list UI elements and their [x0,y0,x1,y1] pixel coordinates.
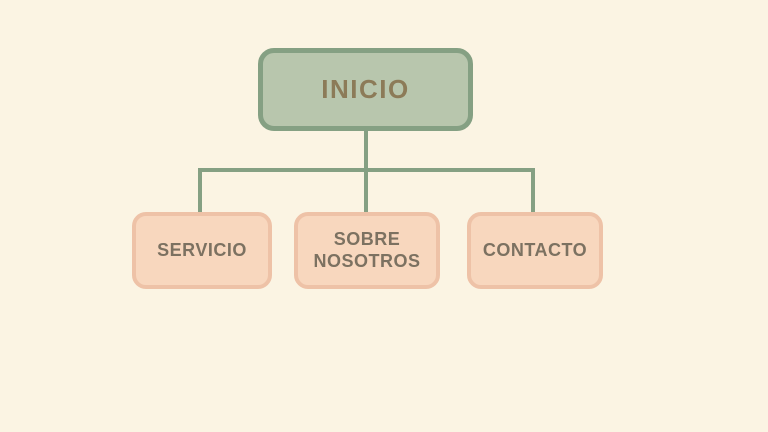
node-contacto-label: CONTACTO [482,239,588,260]
connector-root-stem [364,128,368,172]
node-servicio: SERVICIO [132,212,272,289]
connector-drop-sobre-nosotros [364,168,368,216]
node-servicio-label: SERVICIO [157,239,247,260]
node-sobre-nosotros-label: SOBRE NOSOTROS [313,228,421,271]
node-sobre-nosotros: SOBRE NOSOTROS [294,212,440,289]
connector-drop-servicio [198,168,202,216]
connector-drop-contacto [531,168,535,216]
node-contacto: CONTACTO [467,212,603,289]
node-inicio: INICIO [258,48,473,131]
node-inicio-label: INICIO [321,74,410,104]
